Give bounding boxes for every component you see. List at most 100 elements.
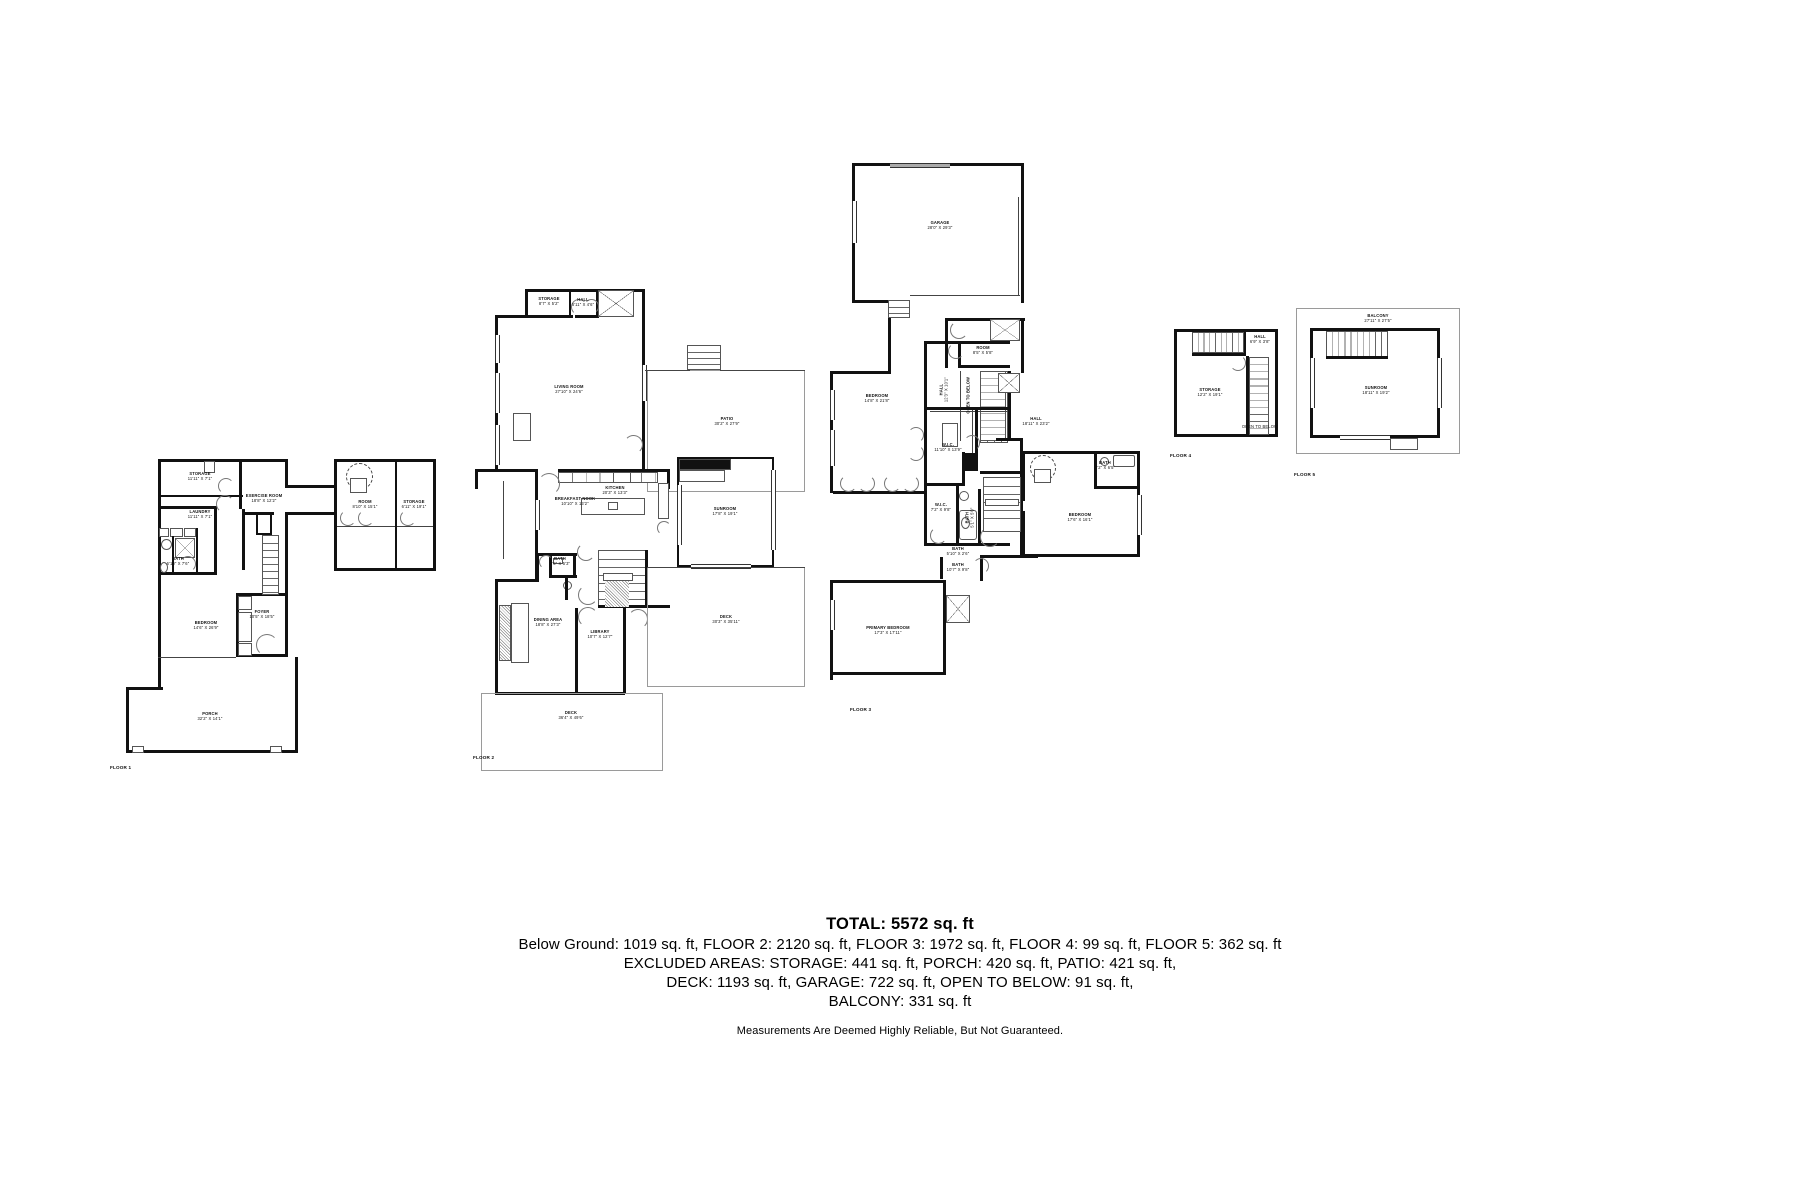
door-arc — [1230, 355, 1246, 371]
sink-fixture — [1100, 457, 1109, 466]
wall — [1020, 471, 1023, 557]
room-label-dining-area: DINING AREA 18'8" X 27'3" — [533, 617, 563, 627]
wall — [980, 471, 1022, 474]
counter-fixture — [184, 528, 196, 537]
wall — [575, 315, 599, 318]
room-label-primary-bedroom: PRIMARY BEDROOM 17'3" X 17'11" — [866, 625, 910, 635]
room-label-storage: STORAGE 11'11" X 7'1" — [187, 471, 213, 481]
room-label-breakfast-nook: BREAKFAST NOOK 10'10" X 13'2" — [554, 496, 596, 506]
wall — [975, 410, 978, 460]
room-label-hall: HALL 6'9" X 3'8" — [1249, 334, 1271, 344]
window — [771, 470, 776, 550]
wall — [1021, 318, 1024, 373]
wall — [573, 553, 576, 578]
door-arc — [657, 521, 671, 535]
room-label-bedroom: BEDROOM 14'6" X 26'9" — [193, 620, 219, 630]
wall — [833, 491, 925, 494]
wall — [242, 515, 245, 570]
wall — [242, 459, 288, 462]
wall — [285, 485, 334, 488]
floor-2-plan: STORAGE 8'7" X 5'2" HALL 6'11" X 4'6" LI… — [465, 285, 825, 771]
window — [535, 500, 540, 530]
deck-south-outline — [481, 693, 663, 771]
wall — [1008, 371, 1011, 441]
door-arc — [578, 607, 598, 627]
window — [1437, 358, 1442, 408]
tub-fixture — [1113, 455, 1135, 467]
porch-step — [132, 746, 144, 753]
wall — [334, 459, 337, 571]
wall — [945, 318, 948, 368]
staircase — [888, 300, 910, 318]
wall — [1022, 511, 1025, 557]
wall — [126, 687, 160, 690]
window — [495, 335, 500, 363]
wall — [236, 593, 239, 657]
wall — [525, 289, 528, 318]
wall — [945, 318, 1025, 321]
door-arc — [358, 510, 374, 526]
room-label-foyer: FOYER 10'5" X 18'5" — [249, 609, 275, 619]
door-arc — [908, 445, 924, 461]
wall — [830, 580, 946, 583]
garage-apron — [910, 295, 1020, 296]
wall — [158, 459, 288, 462]
wall — [924, 483, 962, 486]
window — [1340, 435, 1390, 440]
balcony-step — [1390, 438, 1418, 450]
counter-fixture — [558, 472, 658, 483]
room-label-kitchen: KITCHEN 20'3" X 13'3" — [602, 485, 628, 495]
floor-4-plan: HALL 6'9" X 3'8" STORAGE 12'2" X 19'1" O… — [1170, 325, 1290, 470]
door-arc — [628, 609, 648, 629]
closet-island — [942, 423, 958, 447]
wall — [924, 543, 1010, 546]
wall — [285, 512, 334, 515]
wall — [475, 469, 478, 489]
wall — [158, 495, 243, 498]
wall — [830, 371, 891, 374]
floor-3-plan: GARAGE 28'0" X 29'3" ROOM 8'5" X 5'8" BE… — [830, 155, 1160, 725]
counter-fixture — [170, 528, 183, 537]
balcony-outline — [1296, 308, 1460, 454]
door-arc — [216, 495, 234, 513]
door-arc — [256, 634, 278, 656]
wall — [239, 459, 242, 495]
wall — [158, 687, 163, 690]
door-arc — [858, 475, 875, 492]
door-arc — [840, 475, 857, 492]
wall — [1192, 353, 1244, 356]
window — [830, 430, 835, 466]
window — [677, 485, 682, 545]
wall — [196, 528, 198, 572]
door-arc — [538, 473, 560, 495]
summary-footer: TOTAL: 5572 sq. ft Below Ground: 1019 sq… — [0, 915, 1800, 1037]
wall — [565, 578, 568, 600]
counter-fixture — [679, 470, 725, 482]
wall — [1246, 356, 1249, 436]
floor-caption-4: FLOOR 4 — [1170, 453, 1192, 458]
total-area: TOTAL: 5572 sq. ft — [826, 915, 974, 933]
closet-fixture — [998, 373, 1020, 393]
wall — [1310, 328, 1440, 331]
wall — [495, 579, 498, 695]
staircase — [262, 535, 279, 595]
wall — [285, 459, 288, 488]
room-label-hall: HALL 18'11" X 23'2" — [1022, 416, 1050, 426]
wall — [158, 657, 236, 659]
shower-fixture — [175, 538, 195, 558]
room-label-open-to-below: OPEN TO BELOW — [1241, 424, 1279, 429]
room-label-room: ROOM 8'10" X 15'1" — [352, 499, 378, 509]
wall — [1326, 356, 1388, 359]
wall — [645, 370, 690, 371]
toilet-fixture — [160, 562, 168, 573]
closet-fixture — [946, 595, 970, 623]
wall — [539, 553, 577, 556]
wall — [172, 536, 174, 572]
wall — [270, 515, 272, 535]
wall — [924, 410, 927, 485]
wall — [956, 486, 959, 543]
staircase — [1249, 357, 1269, 435]
room-label-garage: GARAGE 28'0" X 29'3" — [927, 220, 953, 230]
closet-fixture — [598, 290, 634, 317]
wall — [924, 407, 1010, 410]
